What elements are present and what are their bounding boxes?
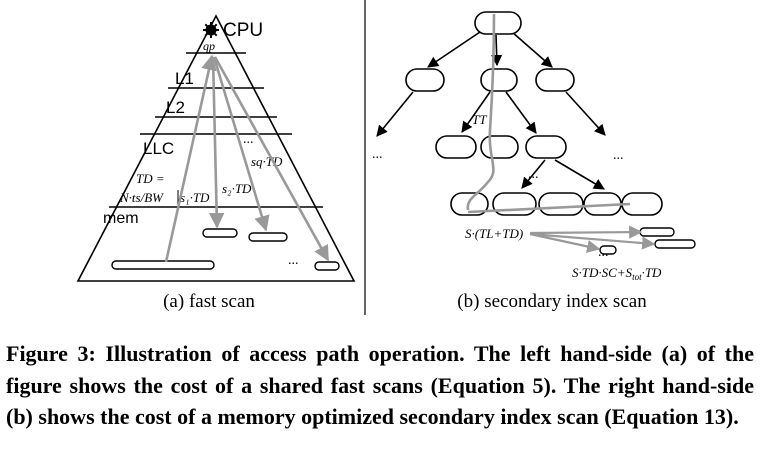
tree-node-level2-b xyxy=(480,135,519,159)
leaf-node-3 xyxy=(538,192,584,216)
fetch-arrow-1 xyxy=(529,225,643,239)
fetch-arrow-2 xyxy=(529,232,601,253)
fast-scan-panel: CPU qp L1 L2 LLC mem ... ... TD = N·ts/B… xyxy=(76,14,356,312)
memory-block-2 xyxy=(202,228,238,238)
fetch-arrow-3 xyxy=(529,232,656,250)
edge-mid-right xyxy=(505,91,537,134)
memory-block-4 xyxy=(314,261,340,271)
scan-arrow-1 xyxy=(164,54,217,263)
gear-icon xyxy=(203,22,219,38)
s2-td-label: s₂·TD xyxy=(222,181,252,196)
edge-right-out xyxy=(565,91,606,136)
mem-label: mem xyxy=(103,210,139,227)
memory-block-1 xyxy=(111,260,215,270)
edge-l2-leaf-right xyxy=(554,159,605,190)
secondary-index-panel: TT ... ... ... ... S·(TL+TD) S·TD·SC+Sto… xyxy=(372,11,696,312)
tt-label: TT xyxy=(472,112,487,127)
s1-td-label: s₁·TD xyxy=(180,190,210,205)
tree-node-level1-left xyxy=(405,68,445,92)
tree-root-node xyxy=(474,11,522,35)
s-td-sc-label: S·TD·SC+Stot·TD xyxy=(572,265,662,282)
figure-caption: Figure 3: Illustration of access path op… xyxy=(6,341,754,429)
scan-arrow-3 xyxy=(212,56,270,232)
ellipsis-mem: ... xyxy=(288,253,299,268)
subcaption-a: (a) fast scan xyxy=(163,291,255,312)
ellipsis-top: ... xyxy=(243,132,254,147)
td-equation-line1: TD = xyxy=(136,171,165,186)
record-block-2 xyxy=(654,239,696,249)
edge-l2-leaf-left xyxy=(521,159,546,189)
tree-node-level1-mid xyxy=(480,68,518,92)
edge-root-right xyxy=(511,31,553,68)
s-tl-td-label: S·(TL+TD) xyxy=(465,226,523,241)
index-traversal-path xyxy=(466,13,496,211)
l1-label: L1 xyxy=(175,69,194,88)
record-block-3 xyxy=(599,245,617,255)
memory-hierarchy-pyramid xyxy=(76,14,356,282)
cpu-label: CPU xyxy=(223,20,263,41)
scan-arrow-2 xyxy=(208,56,225,229)
l2-label: L2 xyxy=(166,98,185,117)
tree-node-level2-c xyxy=(525,135,567,159)
ellipsis-tree-mid: ... xyxy=(528,167,539,182)
figure-illustration: CPU qp L1 L2 LLC mem ... ... TD = N·ts/B… xyxy=(76,0,696,315)
edge-root-left xyxy=(427,31,481,68)
qp-label: qp xyxy=(203,39,215,53)
record-block-1 xyxy=(639,227,675,237)
ellipsis-tree-left: ... xyxy=(372,147,383,162)
memory-block-3 xyxy=(248,232,288,242)
ellipsis-tree-right: ... xyxy=(613,148,624,163)
subcaption-b: (b) secondary index scan xyxy=(457,291,647,312)
scan-arrow-4 xyxy=(213,56,330,262)
sq-td-label: sq·TD xyxy=(251,154,283,169)
llc-label: LLC xyxy=(143,139,174,158)
tree-node-level2-a xyxy=(435,135,477,159)
leaf-scan-path xyxy=(467,202,631,214)
edge-left-out xyxy=(376,91,414,137)
td-equation-line2: N·ts/BW xyxy=(119,190,164,205)
edge-mid-left xyxy=(461,91,491,133)
tree-node-level1-right xyxy=(535,68,575,92)
edge-root-mid xyxy=(491,34,503,67)
